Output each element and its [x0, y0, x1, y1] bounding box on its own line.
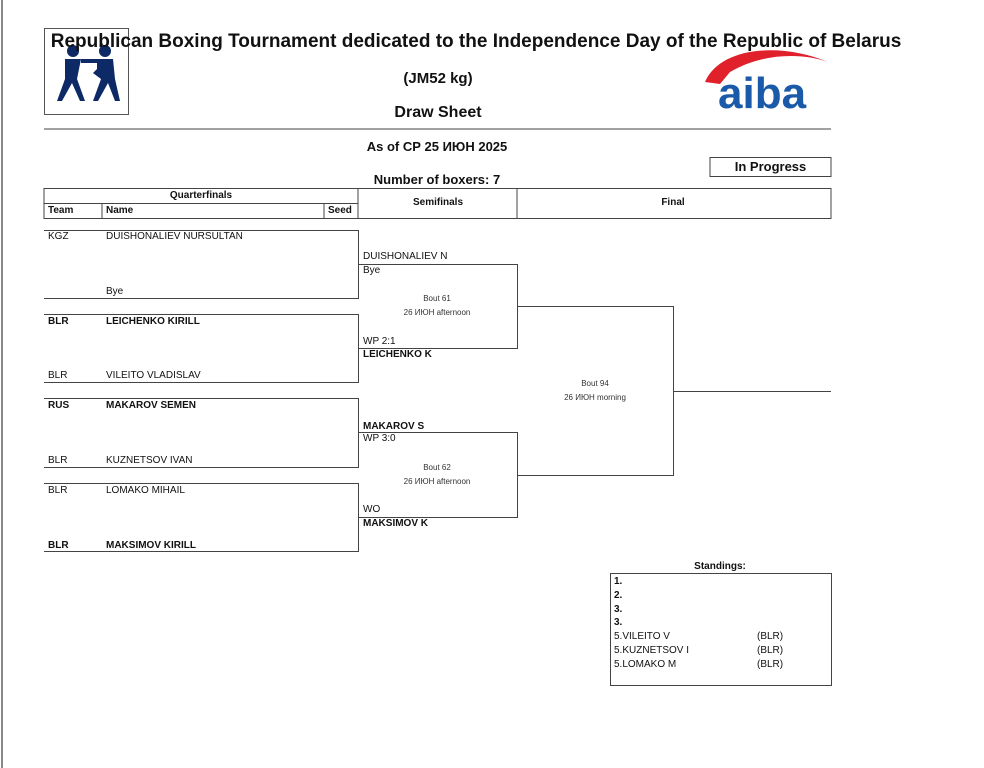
- status-badge: In Progress: [734, 159, 807, 174]
- standings-row: 2.: [614, 589, 689, 603]
- standings-row: 1.: [614, 575, 689, 589]
- standings-place: 3.: [614, 603, 623, 615]
- standings-row: 5.VILEITO V (BLR): [614, 630, 783, 644]
- bout-date: 26 ИЮН afternoon: [403, 477, 471, 486]
- final-bout-date: 26 ИЮН morning: [564, 393, 626, 402]
- as-of-date: As of СР 25 ИЮН 2025: [366, 139, 508, 154]
- qf-team: BLR: [48, 485, 68, 496]
- bout-date: 26 ИЮН afternoon: [403, 308, 471, 317]
- col-final: Final: [661, 197, 685, 208]
- standings-place: 3.: [614, 617, 623, 629]
- standings-place: 1.: [614, 576, 623, 587]
- aiba-logo-text: aiba: [718, 69, 807, 112]
- qf-name: LOMAKO MIHAIL: [106, 485, 185, 496]
- standings-team: (BLR): [757, 658, 784, 670]
- sf-winner-top: MAKAROV S: [363, 421, 425, 432]
- number-of-boxers: Number of boxers: 7: [373, 172, 501, 187]
- standings-place: 5.: [614, 658, 623, 670]
- sf-result-bottom: WP 2:1: [363, 336, 396, 347]
- col-name: Name: [106, 205, 134, 216]
- boxers-icon: [57, 45, 120, 101]
- qf-team: KGZ: [48, 231, 69, 242]
- standings-place: 2.: [614, 589, 623, 601]
- standings-place: 5.: [614, 644, 623, 656]
- tournament-title: Republican Boxing Tournament dedicated t…: [50, 31, 902, 52]
- sf-winner-bottom: MAKSIMOV K: [363, 518, 428, 529]
- col-team: Team: [48, 205, 74, 216]
- bout-number: Bout 61: [423, 294, 451, 303]
- standings-name: LOMAKO M: [622, 658, 677, 670]
- qf-name: DUISHONALIEV NURSULTAN: [106, 231, 243, 242]
- standings-name: VILEITO V: [622, 631, 670, 643]
- qf-name: KUZNETSOV IVAN: [106, 455, 193, 466]
- sf-result-top: WP 3:0: [363, 433, 396, 444]
- qf-team: BLR: [48, 316, 69, 327]
- col-semifinals: Semifinals: [412, 197, 464, 208]
- qf-name: LEICHENKO KIRILL: [106, 316, 200, 327]
- aiba-logo: aiba: [700, 42, 830, 118]
- bout-number: Bout 62: [423, 463, 451, 472]
- qf-name: VILEITO VLADISLAV: [106, 370, 201, 381]
- boxing-logo: [44, 28, 129, 115]
- qf-team: BLR: [48, 540, 69, 551]
- standings-label: Standings:: [694, 561, 746, 572]
- sf-result-bottom: WO: [363, 504, 381, 515]
- standings-team: (BLR): [757, 631, 784, 643]
- standings-team: (BLR): [757, 644, 784, 656]
- standings-row: 3.: [614, 603, 689, 617]
- qf-team: BLR: [48, 370, 68, 381]
- final-bout-number: Bout 94: [581, 379, 609, 388]
- standings-list: 1. 2. 3. 3. 5.VILEITO V(BLR) 5.KUZNETSOV…: [614, 575, 783, 672]
- standings-row: 5.LOMAKO M (BLR): [614, 658, 783, 672]
- qf-name: MAKAROV SEMEN: [106, 400, 197, 411]
- sf-result-top: Bye: [363, 265, 381, 276]
- col-seed: Seed: [328, 205, 352, 216]
- qf-team: RUS: [48, 400, 70, 411]
- sf-winner-top: DUISHONALIEV N: [363, 251, 448, 262]
- standings-row: 3.: [614, 616, 689, 630]
- standings-name: KUZNETSOV I: [622, 644, 690, 656]
- sf-winner-bottom: LEICHENKO K: [363, 349, 432, 360]
- qf-name: MAKSIMOV KIRILL: [106, 540, 196, 551]
- col-quarterfinals: Quarterfinals: [169, 190, 233, 201]
- weight-category: (JM52 kg): [403, 70, 473, 87]
- standings-place: 5.: [614, 631, 623, 643]
- qf-name: Bye: [106, 286, 124, 297]
- standings-row: 5.KUZNETSOV I (BLR): [614, 644, 783, 658]
- qf-team: BLR: [48, 455, 68, 466]
- page-subtitle: Draw Sheet: [394, 104, 482, 121]
